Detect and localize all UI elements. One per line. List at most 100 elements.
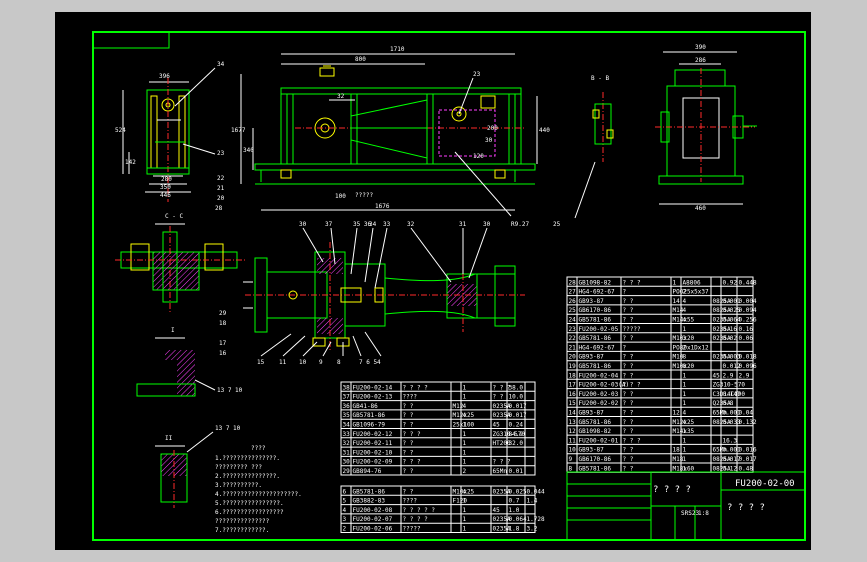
note-line-6: 5.????????????????.: [215, 500, 284, 507]
callout-34b: 35 36: [353, 221, 371, 228]
table-cell: M12: [453, 403, 464, 410]
drawing-number: FU200-02-00: [735, 479, 795, 489]
table-cell: ????: [403, 394, 418, 401]
table-cell: ? ?: [403, 412, 414, 419]
table-cell: 1: [683, 437, 687, 444]
table-cell: 25x100: [453, 422, 475, 429]
table-cell: 15: [569, 400, 577, 407]
table-cell: FU200-02-09: [353, 459, 393, 466]
table-cell: ? ?: [403, 488, 414, 495]
technical-notes: ???? 1.???????????????. ????????? ??? 2.…: [215, 445, 302, 534]
table-cell: 13: [569, 419, 577, 426]
table-cell: 0.064: [723, 317, 741, 324]
table-cell: FU200-02-04: [579, 372, 619, 379]
table-cell: 84.9: [509, 431, 524, 438]
table-cell: ZG310-570: [493, 431, 526, 438]
table-cell: GB5781-86: [579, 465, 612, 472]
table-cell: 0.147: [723, 391, 741, 398]
table-cell: GB5781-86: [353, 412, 386, 419]
callout-9: 10: [299, 359, 307, 366]
callout-29: 30: [483, 221, 491, 228]
table-cell: 3.2: [527, 526, 538, 533]
table-cell: M18: [673, 456, 684, 463]
table-cell: 1: [683, 465, 687, 472]
table-cell: 27: [569, 289, 577, 296]
callout-10: 11: [279, 359, 287, 366]
table-cell: 0.12: [723, 465, 738, 472]
table-cell: POO25x5x37: [673, 289, 710, 296]
label-view-c: C - C: [165, 213, 183, 220]
table-cell: 0.7: [509, 498, 520, 505]
table-cell: 25: [569, 307, 577, 314]
table-cell: GB93-87: [579, 354, 605, 361]
callout-13-7-10-a: 25: [553, 221, 561, 228]
table-cell: Q235A: [713, 400, 731, 407]
table-cell: 4: [683, 410, 687, 417]
table-cell: 0825A: [713, 465, 731, 472]
table-cell: ? ? ?: [403, 459, 421, 466]
table-cell: 4: [463, 488, 467, 495]
table-cell: 0.02: [723, 335, 738, 342]
table-cell: ? ? ?: [403, 431, 421, 438]
table-cell: 3: [683, 335, 687, 342]
table-cell: 8: [569, 465, 573, 472]
table-cell: 16.3: [723, 437, 738, 444]
table-cell: 17: [569, 382, 577, 389]
table-cell: GB6170-86: [579, 307, 612, 314]
table-cell: ? ?: [623, 428, 634, 435]
table-cell: FU200-02-06: [353, 526, 393, 533]
table-cell: 0.025: [723, 307, 741, 314]
table-cell: ?????: [403, 526, 421, 533]
table-cell: 12: [569, 428, 577, 435]
table-cell: GB5781-86: [579, 419, 612, 426]
table-cell: ? ?: [623, 335, 634, 342]
detail-i: 13 7 10: [136, 350, 243, 397]
table-cell: ? ?: [403, 449, 414, 456]
table-cell: 65Mn: [713, 447, 728, 454]
callout-22: 22: [217, 175, 225, 182]
table-cell: 11: [569, 437, 577, 444]
table-cell: GB5781-86: [579, 335, 612, 342]
dim-right-width: 390: [695, 44, 706, 51]
table-cell: 1: [463, 526, 467, 533]
table-cell: 0.16: [739, 326, 754, 333]
section-c: C - C 28 I: [115, 205, 245, 339]
label-view-i: I: [171, 327, 175, 334]
table-cell: ZG310-570: [713, 382, 746, 389]
table-cell: 0.017: [723, 456, 741, 463]
table-cell: ?: [623, 344, 627, 351]
table-cell: 65Mn: [713, 410, 728, 417]
table-cell: HG4-692-67: [579, 289, 616, 296]
dim-side-height: 524: [115, 127, 126, 134]
table-cell: M12x25: [673, 419, 695, 426]
table-frame: [340, 485, 536, 533]
callout-17: 18: [219, 320, 227, 327]
table-cell: FU200-02-12: [353, 431, 393, 438]
table-cell: FU200-02-08: [353, 507, 393, 514]
callout-7-6-5: 8: [337, 359, 341, 366]
table-cell: ? ?: [623, 465, 634, 472]
table-cell: 0.094: [739, 307, 757, 314]
table-cell: 0.018: [739, 354, 757, 361]
table-cell: 0.01: [509, 468, 524, 475]
table-cell: ? ? ?: [623, 382, 641, 389]
table-cell: 0235A: [493, 526, 511, 533]
table-cell: 0235A: [713, 326, 731, 333]
main-section: 30 37 35 36 34 33 32 31 30 29 18 17 16 1…: [219, 221, 525, 366]
table-cell: 32: [343, 440, 351, 447]
table-cell: FU200-02-05: [579, 326, 619, 333]
table-cell: FU200-02-02: [579, 400, 619, 407]
callout-20: 20: [217, 195, 225, 202]
table-cell: 1: [683, 428, 687, 435]
table-cell: ? ?: [403, 422, 414, 429]
view-b-detail: B - B 25: [553, 75, 614, 228]
table-cell: 0.8: [723, 400, 734, 407]
table-cell: 18: [673, 447, 681, 454]
table-cell: 9: [569, 456, 573, 463]
table-cell: GB6170-86: [579, 456, 612, 463]
callout-31: 32: [407, 221, 415, 228]
callout-30: 31: [459, 221, 467, 228]
table-cell: M14x55: [673, 317, 695, 324]
table-cell: M10x25: [453, 488, 475, 495]
table-cell: ? ? ?: [623, 279, 641, 286]
